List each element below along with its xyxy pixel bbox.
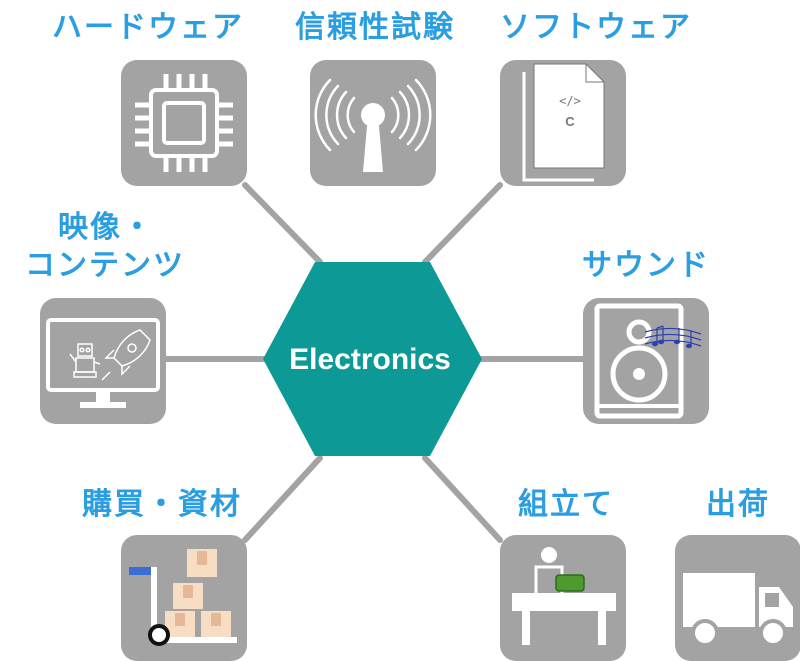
green-device (555, 574, 585, 592)
software-label: ソフトウェア (500, 10, 692, 45)
doc-letter-text: C (565, 114, 575, 129)
connector-hardware (242, 182, 323, 265)
shipping-label: 出荷 (706, 487, 770, 522)
truck-icon (683, 573, 793, 647)
sound-label: サウンド (582, 248, 710, 283)
video-label-line1: 映像・ (58, 210, 154, 245)
procurement-tile (121, 535, 247, 661)
reliability-label: 信頼性試験 (295, 10, 455, 45)
monitor-icon (46, 318, 160, 408)
antenna-icon (314, 78, 432, 172)
doc-code-text: </> (559, 94, 581, 108)
connector-assembly (422, 455, 503, 543)
robot-icon (69, 343, 101, 378)
shipping-tile (675, 535, 800, 661)
connector-software (422, 182, 503, 265)
wheel (148, 624, 170, 646)
video-tile (40, 298, 166, 424)
music-notes-icon (644, 325, 702, 349)
microchip-icon (135, 74, 233, 172)
sound-tile (583, 298, 709, 424)
hardware-tile (121, 60, 247, 186)
reliability-tile (310, 60, 436, 186)
workbench-icon (512, 547, 616, 645)
software-tile: </> C (500, 60, 626, 186)
speaker-icon (594, 303, 684, 419)
rocket-icon (101, 329, 151, 381)
hand-truck-icon (129, 549, 237, 646)
procurement-label: 購買・資材 (82, 487, 242, 522)
connector-procurement (242, 455, 323, 543)
assembly-label: 組立て (518, 487, 614, 522)
hardware-label: ハードウェア (52, 10, 244, 45)
assembly-tile (500, 535, 626, 661)
code-document-icon (522, 63, 605, 182)
box-stack (165, 549, 231, 637)
hub-label: Electronics (289, 343, 451, 376)
handle-grip (129, 567, 151, 575)
video-label-line2: コンテンツ (25, 248, 185, 283)
